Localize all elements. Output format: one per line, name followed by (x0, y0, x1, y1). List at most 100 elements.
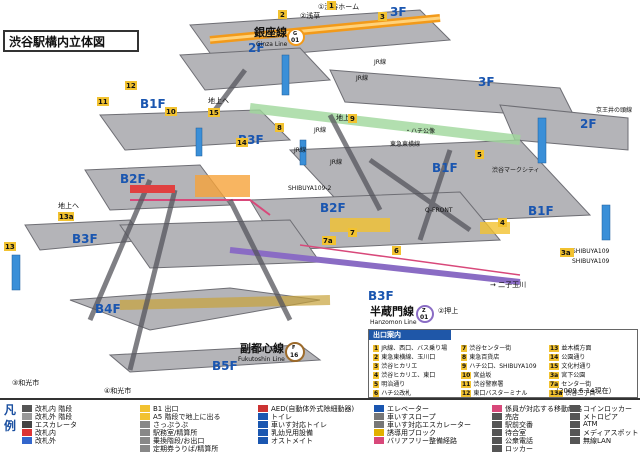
legend-label: メトロピア (583, 413, 618, 421)
exit-info-label: 明治通り (381, 381, 406, 388)
legend-label: 改札外 階段 (35, 413, 73, 421)
svg-text:9: 9 (350, 115, 355, 123)
ginza-code-num: 01 (291, 37, 299, 44)
fukutoshin-code-num: 16 (290, 352, 298, 359)
dir-chijou-left: 地上へ (58, 201, 79, 210)
svg-text:13a: 13a (59, 213, 74, 221)
legend-swatch (492, 437, 502, 444)
legend-label: 駅前交番 (505, 421, 533, 429)
hanzomon-line-track (229, 247, 521, 285)
place-toyoko: 東急東横線 (390, 140, 420, 148)
floor-b2f-right: B2F (320, 201, 346, 215)
legend-swatch (570, 421, 580, 428)
legend-swatch (140, 413, 150, 420)
legend-label: 公衆電話 (505, 437, 533, 445)
legend-swatch (140, 429, 150, 436)
exit-badge-15: 15 (208, 108, 220, 117)
legend-label: 誘導用ブロック (387, 429, 436, 437)
legend-label: 乗換階段/お出口 (153, 437, 205, 445)
exit-info-number: 3 (373, 363, 380, 370)
green-surface-route (249, 103, 521, 145)
legend-swatch (140, 437, 150, 444)
stair-2 (127, 189, 178, 371)
stair-6 (368, 157, 472, 233)
floor-b1f-right1: B1F (432, 161, 458, 175)
exit-badge-9: 9 (348, 114, 357, 123)
exit-badge-10: 10 (165, 107, 177, 116)
map-title: 渋谷駅構内立体図 (9, 35, 106, 49)
legend-swatch (492, 445, 502, 452)
dir-oshiage: ②押上 (438, 306, 458, 315)
legend-swatch (570, 405, 580, 412)
legend-label: 定期券うりば/精算所 (153, 445, 219, 453)
legend-label: 売店 (505, 413, 519, 421)
exit-info-head: 出口案内 (369, 330, 451, 340)
svg-text:8: 8 (277, 124, 282, 132)
place-mark-city: 渋谷マークシティ (492, 166, 540, 174)
svg-text:13: 13 (5, 243, 15, 251)
legend-label: 改札内 (35, 429, 56, 437)
elevator-shaft-3 (601, 204, 611, 241)
floor-3f-right: 3F (478, 75, 495, 89)
legend-label: 車いす対応トイレ (271, 421, 327, 429)
ginza-code-letter: G (293, 31, 297, 37)
ginza-line-track-inner (209, 16, 441, 42)
floor-b1f-right2: B1F (528, 204, 554, 218)
legend-swatch (258, 429, 268, 436)
map-title-box: 渋谷駅構内立体図 (3, 30, 139, 52)
place-labels: ・ハチ公像 渋谷マークシティ SHIBUYA109-2 SHIBUYA109 S… (288, 58, 632, 265)
hanzomon-code-letter: Z (422, 308, 426, 314)
exit-badge-7a: 7a (322, 236, 336, 245)
exit-info-label: ハチ公口、SHIBUYA109 (469, 363, 537, 370)
floor-3f-top: 3F (390, 5, 407, 19)
hanzomon-line-en: Hanzomon Line (370, 319, 417, 326)
ginza-line-jp: 銀座線 (254, 25, 287, 39)
legend-label: エレベーター (387, 405, 429, 413)
dir-wakoshi-4: ④和光市 (104, 386, 131, 395)
exit-badge-8: 8 (275, 123, 284, 132)
legend-swatch (374, 429, 384, 436)
floor-2f-right: 2F (580, 117, 597, 131)
legend-label: エスカレータ (35, 421, 77, 429)
svg-text:2: 2 (280, 11, 285, 19)
exit-badge-11: 11 (97, 97, 109, 106)
svg-text:11: 11 (98, 98, 108, 106)
stair-bands (87, 68, 472, 371)
exit-info-label: 渋谷ヒカリエ、東口 (381, 372, 436, 379)
exit-badge-1: 1 (327, 1, 336, 10)
floor-b5f: B5F (212, 359, 238, 373)
place-jr-5: JR線 (329, 158, 342, 166)
exit-badge-6: 6 (392, 246, 401, 255)
elevator-shaft-4 (11, 254, 21, 291)
svg-text:3: 3 (380, 13, 385, 21)
svg-text:5: 5 (477, 151, 482, 159)
hanzomon-line-jp: 半蔵門線 (370, 304, 414, 318)
dir-futakotamagawa: → 二子玉川 (490, 281, 526, 289)
stair-7 (213, 68, 247, 112)
exit-info-label: 東急百貨店 (469, 354, 500, 361)
slab-b3f-mid (119, 219, 321, 269)
exit-info-number: 2 (373, 354, 380, 361)
legend-swatch (492, 405, 502, 412)
exit-info-number: 3a (549, 372, 560, 379)
exit-info-number: 9 (461, 363, 468, 370)
direction-labels: ②浅草 ①渋谷ホーム ②押上 → 二子玉川 ③和光市 ④和光市 地上へ 地上へ … (12, 2, 526, 395)
exit-info-label: 渋谷警察署 (473, 381, 504, 388)
exit-info-number: 14 (549, 354, 560, 361)
date-stamp: （2009.6.14現在） (552, 387, 616, 395)
hanzomon-line-badge: 半蔵門線 Hanzomon Line Z 01 (370, 304, 434, 326)
